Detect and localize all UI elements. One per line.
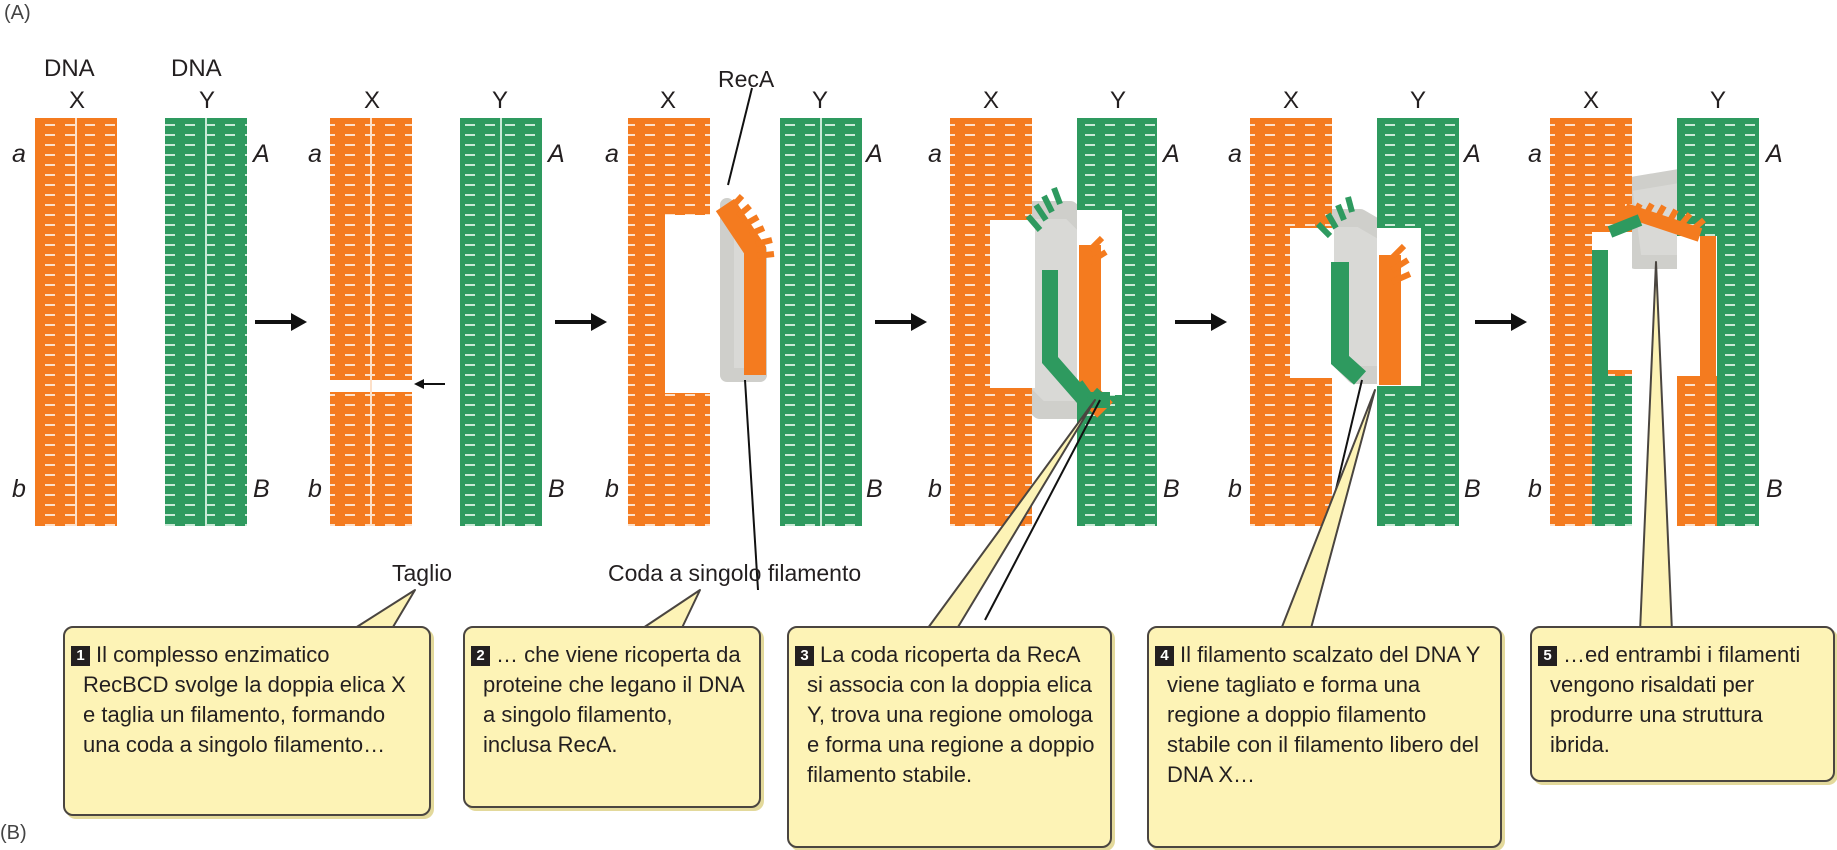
- step3-pointer: [984, 399, 1101, 621]
- end-label-b: b: [605, 475, 619, 503]
- callout-4-text: Il filamento scalzato del DNA Y viene ta…: [1167, 642, 1481, 787]
- panel-3-label-x: X: [660, 87, 677, 114]
- end-label-A: A: [1464, 140, 1481, 168]
- end-label-b: b: [1228, 475, 1242, 503]
- panel-6-duplexes: [1550, 118, 1759, 625]
- end-label-a: a: [605, 140, 619, 168]
- step-arrow-1: [255, 313, 307, 331]
- step-arrow-4: [1175, 313, 1227, 331]
- end-label-a: a: [1228, 140, 1242, 168]
- single-strand-tail: [715, 198, 766, 375]
- recA-pointer: [727, 87, 753, 186]
- cut-label: Taglio: [392, 560, 453, 586]
- callout-1-text: Il complesso enzimatico RecBCD svolge la…: [83, 642, 406, 757]
- panel-5-label-y: Y: [1410, 87, 1427, 114]
- callout-2-text: … che viene ricoperta da proteine che le…: [483, 642, 744, 757]
- panel-2-duplexes: [330, 118, 542, 526]
- figure-label-bottom: (B): [0, 822, 27, 844]
- end-label-B: B: [1163, 475, 1180, 503]
- displaced-strand: [1042, 270, 1110, 408]
- panel-3-duplexes: [628, 87, 862, 591]
- end-label-a: a: [12, 140, 26, 168]
- panel-4-label-x: X: [983, 87, 1000, 114]
- callout-step-5: 5…ed entrambi i filamenti vengono risald…: [1530, 626, 1835, 782]
- figure-label-top: (A): [4, 2, 31, 24]
- end-label-b: b: [308, 475, 322, 503]
- end-label-a: a: [1528, 140, 1542, 168]
- panel-2-label-x: X: [364, 87, 381, 114]
- panel-4-label-y: Y: [1110, 87, 1127, 114]
- recA-label: RecA: [718, 66, 775, 92]
- step-arrow-2: [555, 313, 607, 331]
- label-x: X: [69, 87, 86, 114]
- tail-pointer: [744, 379, 759, 591]
- end-label-A: A: [1766, 140, 1783, 168]
- step-number-4: 4: [1155, 646, 1174, 666]
- panel-6-label-y: Y: [1710, 87, 1727, 114]
- end-label-b: b: [1528, 475, 1542, 503]
- callout-5-tail: [1639, 261, 1673, 633]
- panel-4-duplexes: [950, 118, 1157, 621]
- end-label-B: B: [253, 475, 270, 503]
- panel-3-label-y: Y: [812, 87, 829, 114]
- panel-6-label-x: X: [1583, 87, 1600, 114]
- end-label-B: B: [1766, 475, 1783, 503]
- step-number-2: 2: [471, 646, 490, 666]
- step-arrow-3: [875, 313, 927, 331]
- step-arrow-5: [1475, 313, 1527, 331]
- end-label-b: b: [928, 475, 942, 503]
- step-number-3: 3: [795, 646, 814, 666]
- callout-5-text: …ed entrambi i filamenti vengono risalda…: [1550, 642, 1801, 757]
- dna-word-y: DNA: [171, 55, 222, 82]
- end-label-A: A: [866, 140, 883, 168]
- dna-word-x: DNA: [44, 55, 95, 82]
- end-label-B: B: [1464, 475, 1481, 503]
- panel-2-label-y: Y: [492, 87, 509, 114]
- callout-3-text: La coda ricoperta da RecA si associa con…: [807, 642, 1095, 787]
- end-label-a: a: [308, 140, 322, 168]
- step-number-5: 5: [1538, 646, 1557, 666]
- step-number-1: 1: [71, 646, 90, 666]
- end-label-B: B: [866, 475, 883, 503]
- end-label-A: A: [548, 140, 565, 168]
- hybrid-segment-x: [1592, 376, 1632, 526]
- tail-label: Coda a singolo filamento: [608, 560, 862, 586]
- end-label-A: A: [1163, 140, 1180, 168]
- label-y: Y: [199, 87, 216, 114]
- end-label-b: b: [12, 475, 26, 503]
- end-label-A: A: [253, 140, 270, 168]
- panel-1-duplexes: [35, 118, 247, 526]
- hybrid-segment-y: [1677, 376, 1717, 526]
- end-label-B: B: [548, 475, 565, 503]
- end-label-a: a: [928, 140, 942, 168]
- panel-5-label-x: X: [1283, 87, 1300, 114]
- callout-step-2: 2… che viene ricoperta da proteine che l…: [463, 626, 761, 808]
- panel-5-duplexes: [1250, 118, 1459, 621]
- displaced-strand: [1331, 262, 1367, 385]
